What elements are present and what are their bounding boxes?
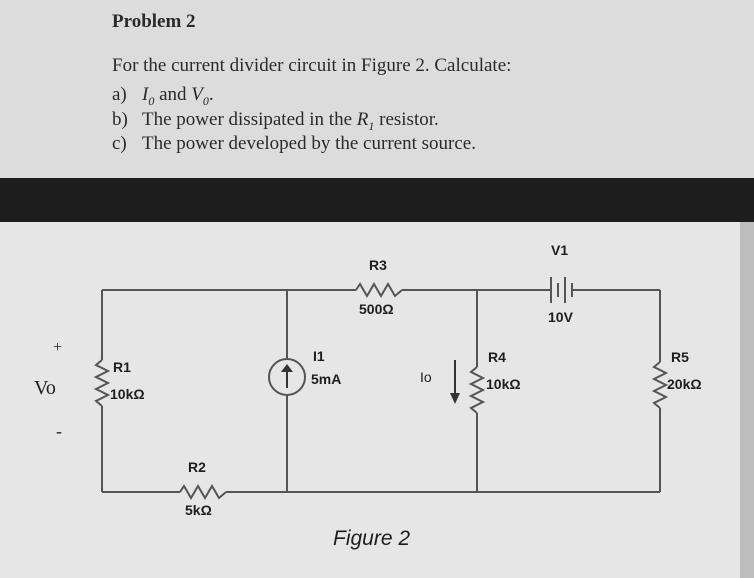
question-c: c)The power developed by the current sou… xyxy=(112,133,476,154)
io-variable: I0 xyxy=(142,84,155,108)
problem-intro: For the current divider circuit in Figur… xyxy=(112,55,512,76)
r1-value: 10kΩ xyxy=(110,386,145,402)
vo-plus-sign: + xyxy=(53,339,62,356)
io-label: Io xyxy=(420,369,432,385)
vo-variable: V0 xyxy=(191,84,209,108)
current-source-icon xyxy=(268,358,306,396)
r1-variable: R1 xyxy=(356,109,375,133)
r3-name: R3 xyxy=(369,257,387,273)
r4-name: R4 xyxy=(488,349,506,365)
question-number: a) xyxy=(112,84,127,105)
r2-value: 5kΩ xyxy=(185,502,212,518)
battery-icon xyxy=(548,277,582,303)
figure-caption: Figure 2 xyxy=(333,527,410,550)
vo-label: Vo xyxy=(34,377,56,399)
circuit-photo-area xyxy=(0,222,740,578)
r3-resistor-icon xyxy=(355,282,403,298)
i1-name: I1 xyxy=(313,348,325,364)
v1-name: V1 xyxy=(551,242,568,258)
dark-band xyxy=(0,178,754,222)
v1-value: 10V xyxy=(548,309,574,325)
r2-name: R2 xyxy=(188,459,206,475)
r4-resistor-icon xyxy=(468,366,486,414)
arrow-down-icon xyxy=(450,360,460,404)
r4-value: 10kΩ xyxy=(486,376,521,392)
r5-value: 20kΩ xyxy=(667,376,702,392)
r2-resistor-icon xyxy=(179,484,227,500)
photo-edge xyxy=(740,222,754,578)
question-b: b)The power dissipated in the R1 resisto… xyxy=(112,109,439,133)
r3-value: 500Ω xyxy=(359,301,394,317)
problem-statement-area: Problem 2 For the current divider circui… xyxy=(0,0,754,178)
r1-resistor-icon xyxy=(93,359,111,407)
question-number: b) xyxy=(112,109,128,130)
r1-name: R1 xyxy=(113,359,131,375)
vo-minus-sign: - xyxy=(56,421,62,441)
i1-value: 5mA xyxy=(311,371,341,387)
problem-title: Problem 2 xyxy=(112,11,196,32)
r5-resistor-icon xyxy=(651,361,669,409)
question-a: a)I0 and V0. xyxy=(112,84,214,108)
r5-name: R5 xyxy=(671,349,689,365)
question-number: c) xyxy=(112,133,127,154)
circuit-diagram: R3 500Ω V1 10V R1 10kΩ R2 5kΩ I1 5mA Io … xyxy=(34,242,702,550)
